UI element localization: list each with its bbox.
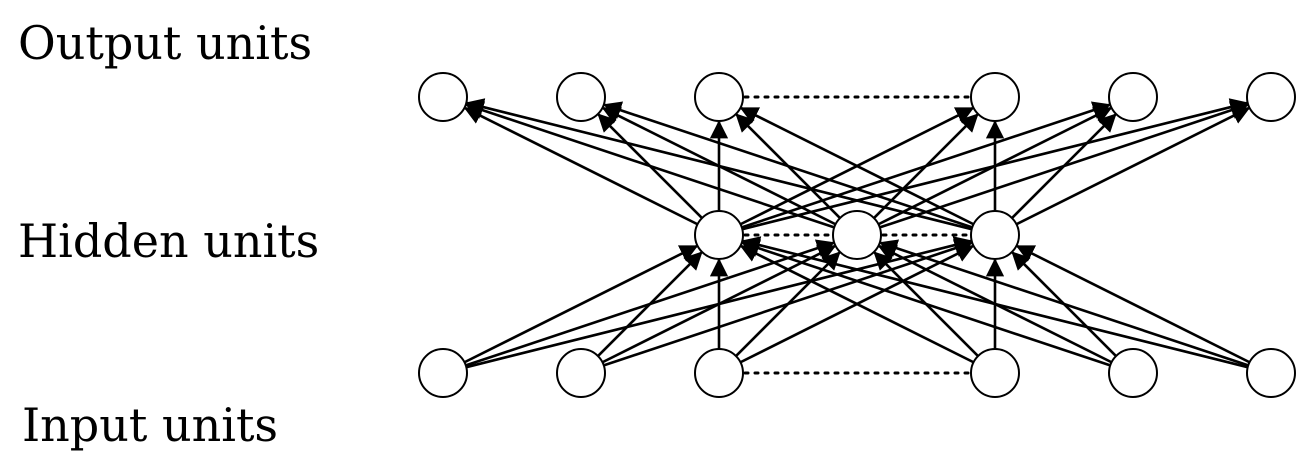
- input-unit-4: [1108, 348, 1158, 398]
- edge-input-5-hidden-1: [878, 239, 1249, 367]
- hidden-unit-0: [694, 210, 744, 260]
- connections-group: [463, 98, 1251, 369]
- edge-hidden-0-output-0: [463, 107, 699, 226]
- input-unit-3: [970, 348, 1020, 398]
- edge-input-0-hidden-0: [463, 245, 699, 364]
- output-units-label: Output units: [18, 16, 313, 70]
- hidden-unit-2: [970, 210, 1020, 260]
- edge-hidden-1-output-0: [464, 101, 835, 229]
- edge-hidden-2-output-0: [465, 98, 973, 231]
- output-unit-4: [1108, 72, 1158, 122]
- edge-input-1-hidden-0: [597, 251, 703, 357]
- input-unit-0: [418, 348, 468, 398]
- ellipsis-group: [743, 95, 971, 375]
- output-unit-3: [970, 72, 1020, 122]
- output-unit-0: [418, 72, 468, 122]
- edge-hidden-2-output-5: [1015, 107, 1251, 226]
- input-unit-1: [556, 348, 606, 398]
- edge-input-5-hidden-2: [1015, 245, 1251, 364]
- input-unit-2: [694, 348, 744, 398]
- edge-hidden-2-output-1: [602, 101, 973, 229]
- output-unit-5: [1246, 72, 1296, 122]
- hidden-units-label: Hidden units: [18, 214, 320, 268]
- edge-input-5-hidden-0: [741, 236, 1249, 369]
- hidden-unit-1: [832, 210, 882, 260]
- output-unit-2: [694, 72, 744, 122]
- edge-hidden-2-output-2: [739, 107, 975, 226]
- input-unit-5: [1246, 348, 1296, 398]
- edge-hidden-2-output-4: [1011, 113, 1117, 219]
- input-units-label: Input units: [22, 398, 279, 452]
- edge-hidden-1-output-3: [873, 113, 979, 219]
- output-unit-1: [556, 72, 606, 122]
- edge-input-4-hidden-0: [740, 239, 1111, 367]
- units-group: [418, 72, 1296, 398]
- edge-input-3-hidden-0: [739, 245, 975, 364]
